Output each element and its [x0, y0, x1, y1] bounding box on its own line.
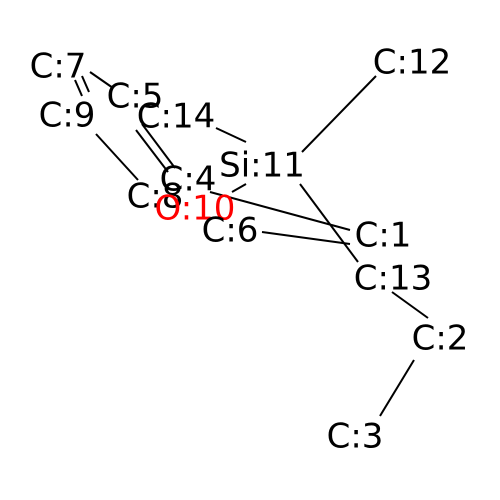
bond-c13-c2	[391, 291, 429, 319]
atom-label-c6: C:6	[202, 211, 259, 251]
bond-c7-c5	[89, 71, 114, 89]
atom-label-c8: C:8	[127, 177, 184, 217]
atom-label-c7: C:7	[30, 47, 87, 87]
bond-c12-si11	[301, 75, 377, 153]
atom-label-si11: Si:11	[219, 146, 305, 186]
bond-c2-c3	[379, 359, 415, 417]
bond-c5-c4	[141, 123, 176, 169]
bond-si11-o10	[231, 183, 247, 193]
atom-label-c5: C:5	[107, 77, 164, 117]
bond-c14-si11	[215, 127, 247, 143]
atom-label-o10: O:10	[155, 189, 236, 229]
bond-c7-c9	[81, 75, 90, 93]
atom-label-c13: C:13	[354, 259, 432, 299]
bond-c4-c1	[209, 191, 351, 231]
bonds-layer	[74, 71, 429, 417]
atom-label-c3: C:3	[327, 417, 384, 457]
bond-c7-c9	[74, 79, 83, 97]
bond-c5-c4	[135, 129, 169, 173]
bond-si11-c13	[299, 183, 359, 263]
atom-label-c1: C:1	[355, 216, 412, 256]
bond-c9-c8	[95, 133, 139, 181]
atom-label-c14: C:14	[137, 97, 215, 137]
atom-label-c9: C:9	[39, 96, 96, 136]
atom-label-c12: C:12	[373, 43, 451, 83]
atom-label-c4: C:4	[160, 160, 217, 200]
atom-label-c2: C:2	[412, 319, 469, 359]
bond-c6-c1	[261, 231, 351, 245]
